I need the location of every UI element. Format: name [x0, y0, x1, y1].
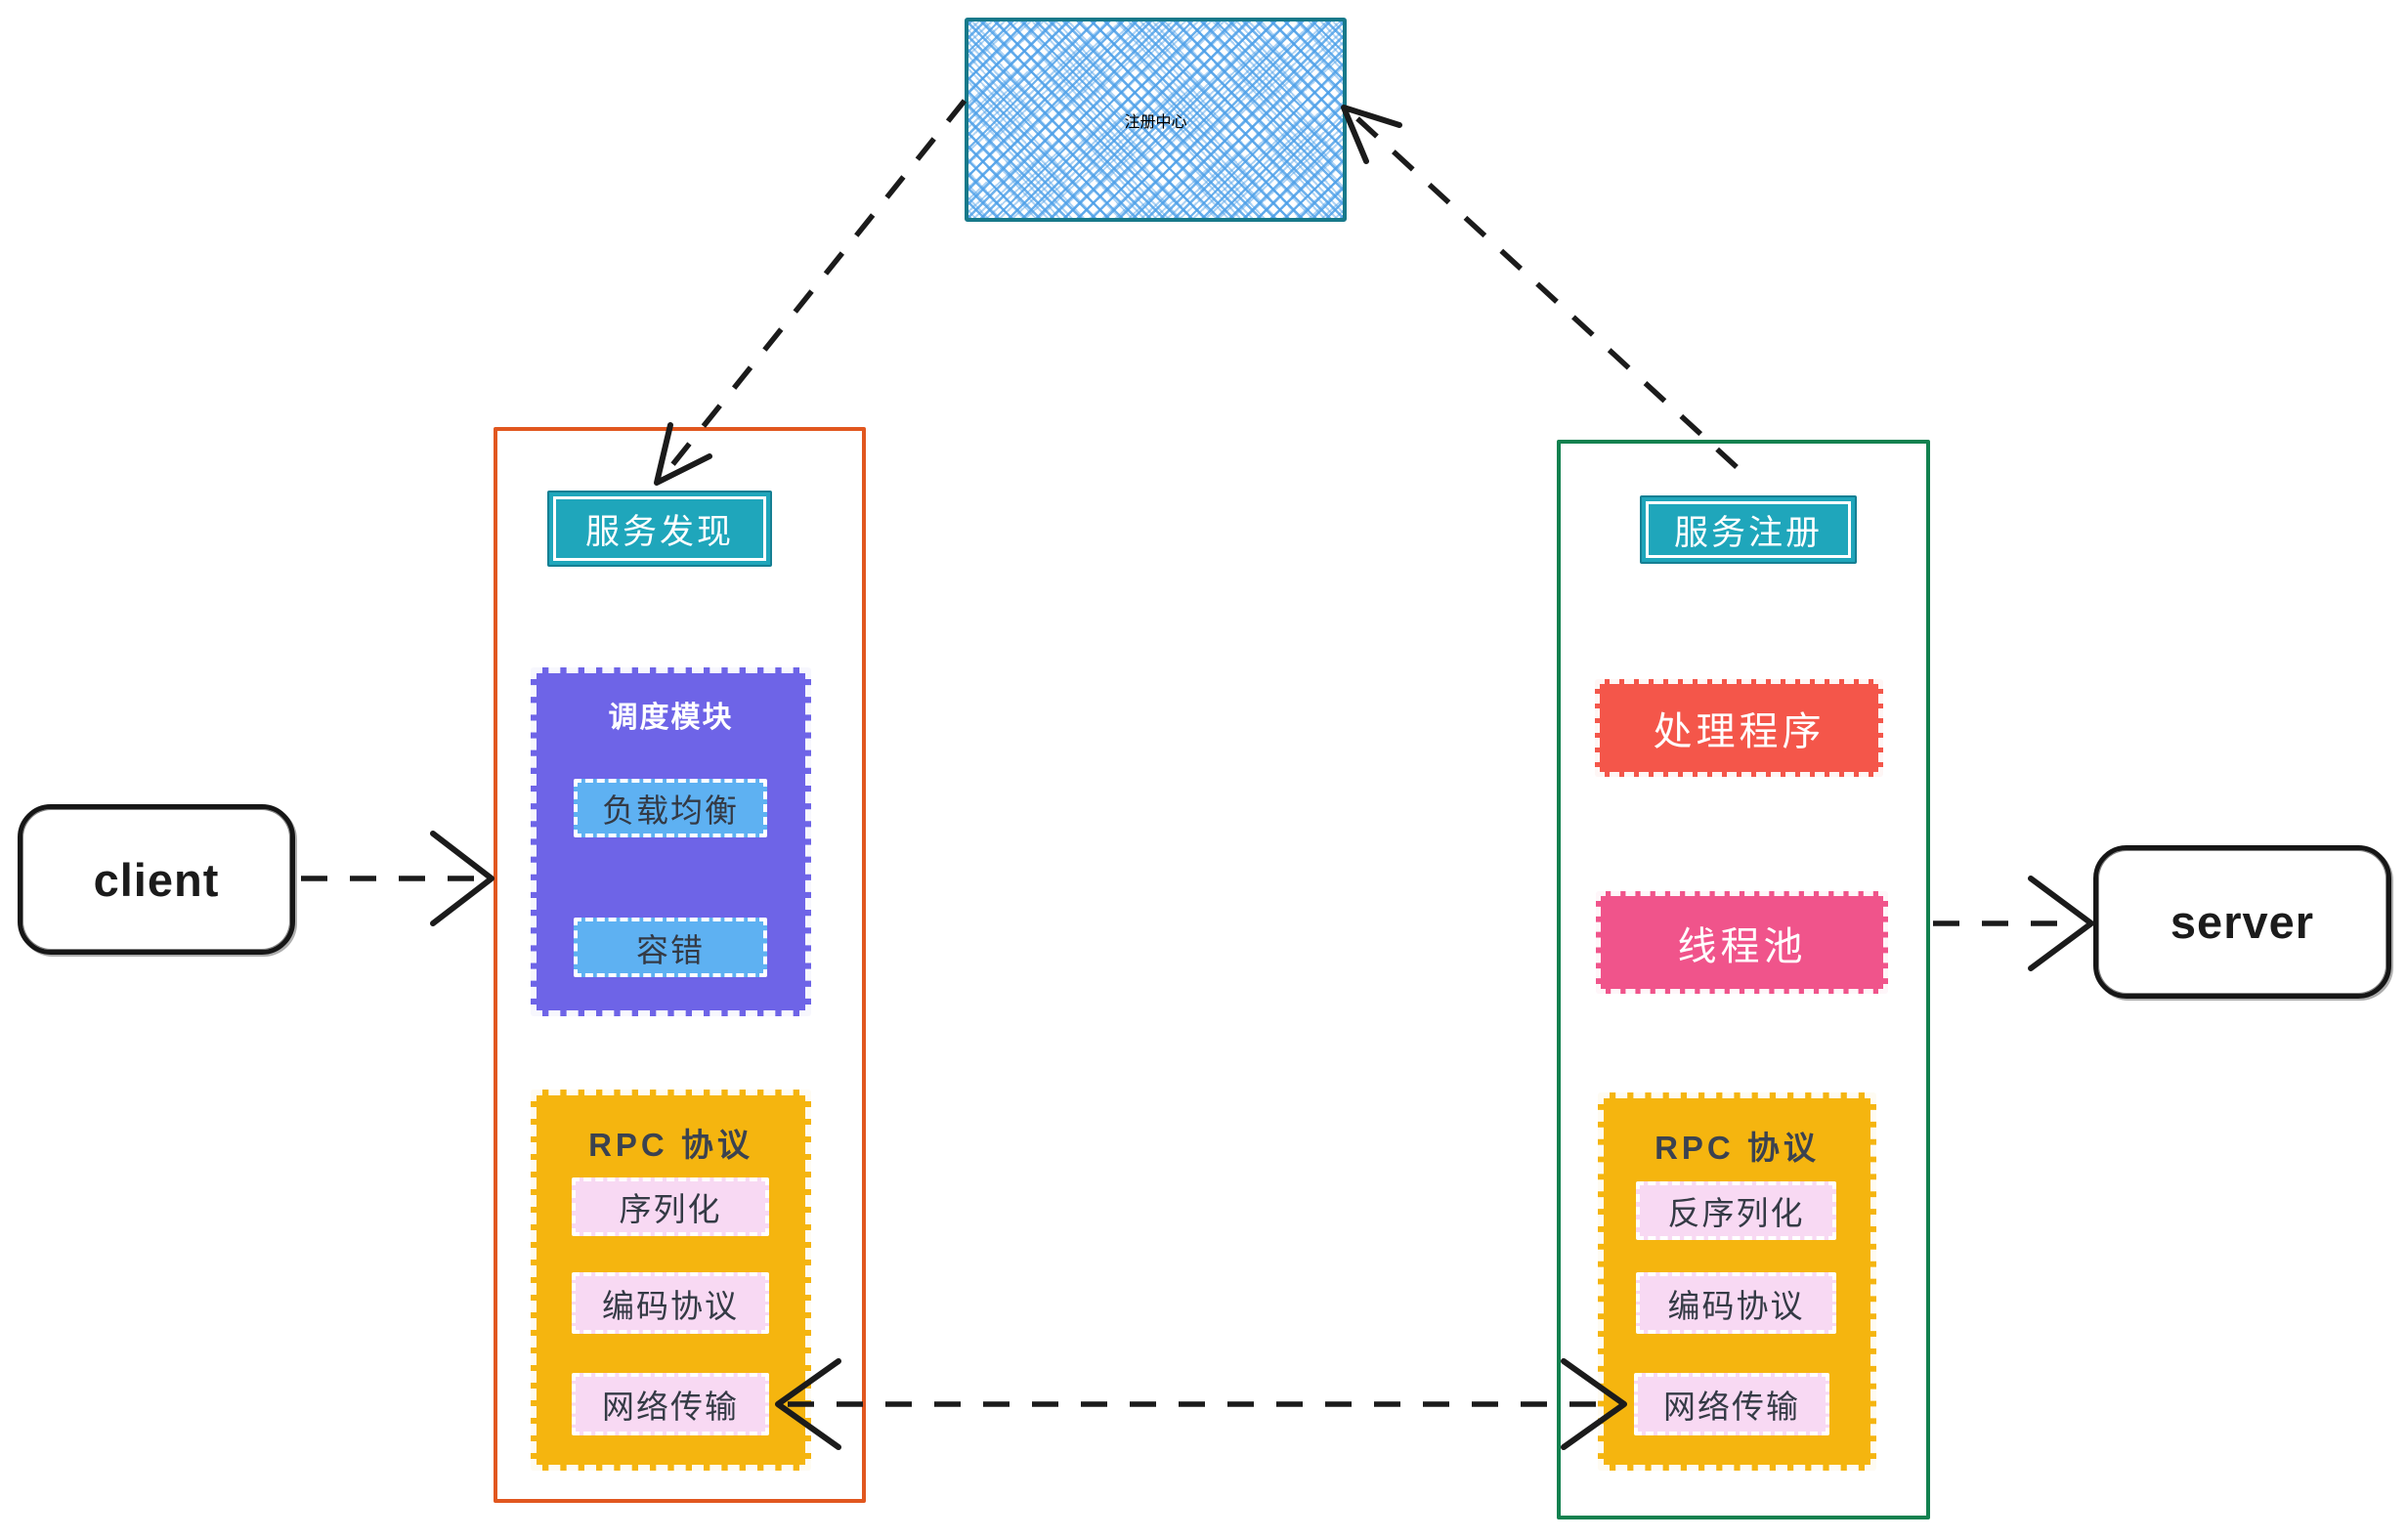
fault-tolerance-label: 容错 — [636, 931, 705, 968]
arrow-registry-to-service-discovery — [654, 99, 967, 486]
encoding-protocol-label-client: 编码协议 — [602, 1287, 739, 1324]
network-transport-box-client: 网络传输 — [572, 1373, 769, 1435]
network-transport-label-server: 网络传输 — [1663, 1389, 1800, 1425]
deserialization-box: 反序列化 — [1636, 1181, 1836, 1240]
arrow-client-to-client-column — [301, 831, 494, 926]
network-transport-label-client: 网络传输 — [602, 1389, 739, 1425]
arrow-service-register-to-registry — [1341, 105, 1739, 470]
fault-tolerance-box: 容错 — [574, 918, 767, 977]
rpc-protocol-box-client: RPC 协议 序列化 编码协议 网络传输 — [531, 1090, 811, 1471]
service-register-label: 服务注册 — [1673, 513, 1823, 552]
arrow-server-column-to-server — [1933, 876, 2094, 971]
load-balance-label: 负载均衡 — [602, 792, 739, 829]
rpc-protocol-title-client: RPC 协议 — [588, 1127, 753, 1163]
encoding-protocol-box-server: 编码协议 — [1636, 1272, 1836, 1334]
service-discovery-badge: 服务发现 — [547, 491, 772, 567]
server-label: server — [2170, 896, 2315, 948]
encoding-protocol-label-server: 编码协议 — [1667, 1287, 1805, 1324]
server-node: server — [2093, 845, 2391, 999]
server-column: 服务注册 处理程序 线程池 RPC 协议 反序列化 编码协议 网络传输 — [1557, 440, 1930, 1519]
load-balance-box: 负载均衡 — [574, 779, 767, 837]
registry-node: 注册中心 — [965, 18, 1347, 222]
network-transport-box-server: 网络传输 — [1634, 1373, 1829, 1435]
service-register-badge: 服务注册 — [1640, 495, 1857, 564]
thread-pool-label: 线程池 — [1677, 924, 1807, 968]
arrow-network-transport-bidirectional — [775, 1358, 1627, 1450]
handler-box: 处理程序 — [1595, 679, 1883, 777]
deserialization-label: 反序列化 — [1667, 1195, 1805, 1231]
scheduler-module-box: 调度模块 负载均衡 容错 — [531, 667, 811, 1016]
handler-label: 处理程序 — [1653, 710, 1826, 753]
scheduler-module-title: 调度模块 — [608, 702, 734, 734]
client-label: client — [93, 853, 220, 906]
serialization-box: 序列化 — [572, 1177, 769, 1236]
client-column: 服务发现 调度模块 负载均衡 容错 RPC 协议 序列化 编码协议 网络传输 — [494, 427, 866, 1503]
encoding-protocol-box-client: 编码协议 — [572, 1272, 769, 1334]
client-node: client — [18, 804, 295, 955]
thread-pool-box: 线程池 — [1596, 891, 1888, 994]
rpc-protocol-box-server: RPC 协议 反序列化 编码协议 网络传输 — [1598, 1092, 1876, 1471]
rpc-protocol-title-server: RPC 协议 — [1655, 1130, 1820, 1166]
service-discovery-label: 服务发现 — [584, 512, 734, 551]
serialization-label: 序列化 — [619, 1191, 722, 1227]
registry-label: 注册中心 — [1124, 113, 1187, 131]
